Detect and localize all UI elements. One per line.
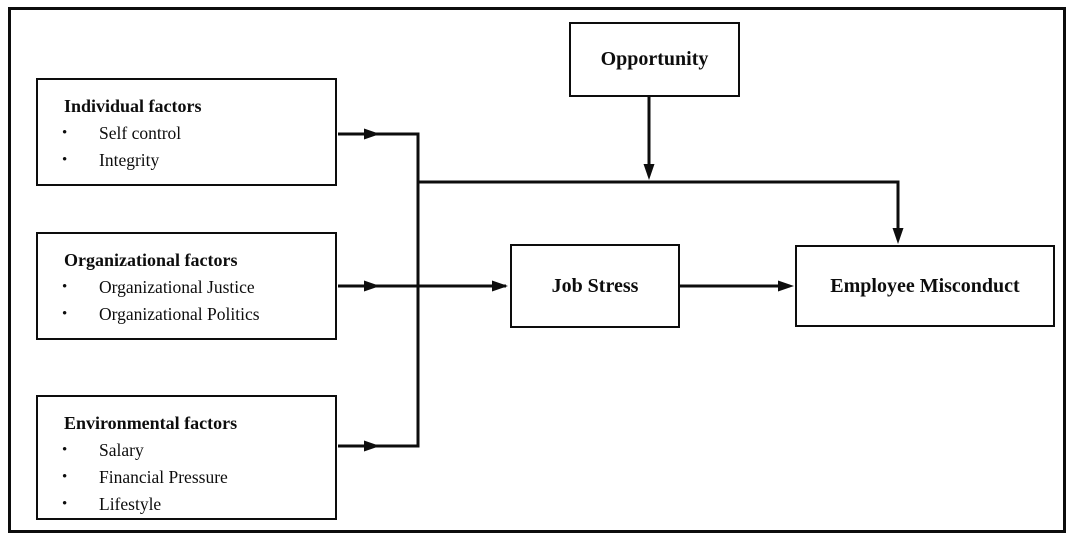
organizational-factors-box: Organizational factors • Organizational … bbox=[36, 232, 337, 340]
arrowhead-into-misconduct-top bbox=[892, 228, 904, 244]
bullet-marker: • bbox=[62, 442, 68, 458]
arrowhead-opportunity-down bbox=[643, 164, 655, 180]
list-item-label: Integrity bbox=[99, 150, 160, 170]
individual-factors-title: Individual factors bbox=[64, 96, 202, 116]
environmental-factors-title: Environmental factors bbox=[64, 413, 238, 433]
list-item-label: Organizational Politics bbox=[99, 304, 260, 324]
collector-line bbox=[338, 132, 420, 448]
bullet-marker: • bbox=[62, 496, 68, 512]
list-item-label: Self control bbox=[99, 123, 182, 143]
employee-misconduct-box: Employee Misconduct bbox=[795, 245, 1055, 327]
bullet-marker: • bbox=[62, 279, 68, 295]
list-item: • Self control bbox=[62, 120, 329, 147]
bullet-marker: • bbox=[62, 306, 68, 322]
bullet-marker: • bbox=[62, 152, 68, 168]
bullet-marker: • bbox=[62, 469, 68, 485]
bullet-marker: • bbox=[62, 125, 68, 141]
arrowhead-environmental bbox=[364, 440, 380, 452]
list-item: • Organizational Justice bbox=[62, 274, 329, 301]
environmental-factors-box: Environmental factors • Salary • Financi… bbox=[36, 395, 337, 520]
list-item-label: Organizational Justice bbox=[99, 277, 255, 297]
diagram-outer-border bbox=[8, 7, 1066, 533]
list-item: • Lifestyle bbox=[62, 491, 329, 518]
arrow-factors-to-misconduct bbox=[418, 180, 900, 240]
arrowhead-organizational bbox=[364, 280, 380, 292]
individual-factors-box: Individual factors • Self control • Inte… bbox=[36, 78, 337, 186]
list-item: • Financial Pressure bbox=[62, 464, 329, 491]
job-stress-label: Job Stress bbox=[551, 274, 639, 297]
list-item-label: Financial Pressure bbox=[99, 467, 228, 487]
opportunity-box: Opportunity bbox=[569, 22, 740, 97]
list-item: • Organizational Politics bbox=[62, 301, 329, 328]
list-item-label: Salary bbox=[99, 440, 144, 460]
list-item: • Integrity bbox=[62, 147, 329, 174]
job-stress-box: Job Stress bbox=[510, 244, 680, 328]
organizational-factors-title: Organizational factors bbox=[64, 250, 238, 270]
list-item-label: Lifestyle bbox=[99, 494, 162, 514]
list-item: • Salary bbox=[62, 437, 329, 464]
opportunity-label: Opportunity bbox=[600, 48, 709, 70]
employee-misconduct-label: Employee Misconduct bbox=[830, 274, 1020, 297]
arrowhead-into-misconduct-left bbox=[778, 280, 794, 292]
arrowhead-individual bbox=[364, 128, 380, 140]
arrowhead-into-jobstress bbox=[492, 280, 508, 292]
